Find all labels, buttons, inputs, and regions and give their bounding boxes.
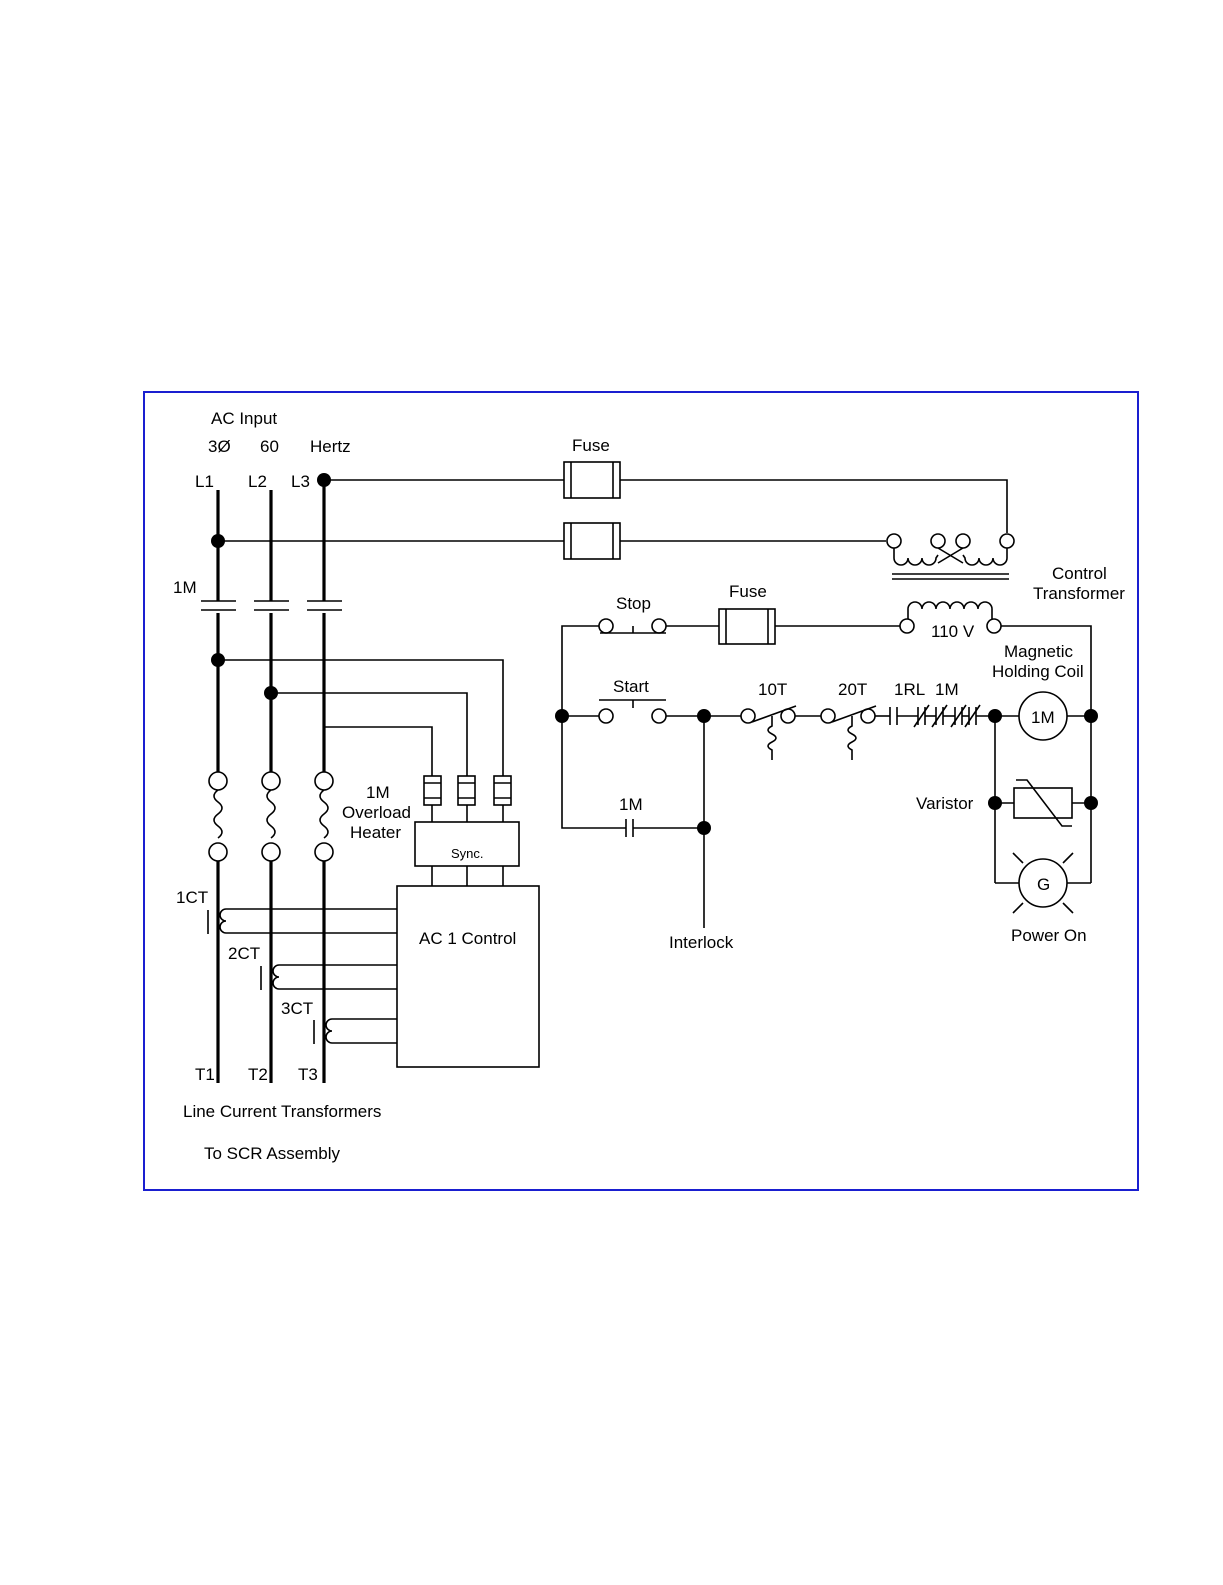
label-sync: Sync. (451, 846, 484, 861)
control-transformer (887, 534, 1014, 619)
sync-to-control-wires (432, 866, 503, 886)
label-t1: T1 (195, 1065, 215, 1084)
label-power-on: Power On (1011, 926, 1087, 945)
sync-fuses (424, 776, 511, 822)
label-holding-coil-1: Magnetic (1004, 642, 1073, 661)
label-stop: Stop (616, 594, 651, 613)
label-interlock: Interlock (669, 933, 734, 952)
label-to-scr: To SCR Assembly (204, 1144, 341, 1163)
label-ac-input: AC Input (211, 409, 277, 428)
label-start: Start (613, 677, 649, 696)
label-1m-contact: 1M (935, 680, 959, 699)
label-holding-coil-2: Holding Coil (992, 662, 1084, 681)
label-t2: T2 (248, 1065, 268, 1084)
label-line-ct: Line Current Transformers (183, 1102, 381, 1121)
ct2-symbol (261, 965, 397, 990)
label-seal-1m: 1M (619, 795, 643, 814)
label-main-contact-1m: 1M (173, 578, 197, 597)
ac-control-box (397, 886, 539, 1067)
label-control-transformer-2: Transformer (1033, 584, 1125, 603)
label-volts: 110 V (931, 622, 975, 641)
label-overload-1: 1M (366, 783, 390, 802)
label-ct3: 3CT (281, 999, 313, 1018)
main-contacts-1m (201, 601, 342, 610)
label-l2: L2 (248, 472, 267, 491)
label-ct2: 2CT (228, 944, 260, 963)
label-control-transformer-1: Control (1052, 564, 1107, 583)
label-freq: 60 (260, 437, 279, 456)
ct1-symbol (208, 909, 397, 934)
label-hertz: Hertz (310, 437, 351, 456)
label-varistor: Varistor (916, 794, 974, 813)
label-10t: 10T (758, 680, 787, 699)
label-l1: L1 (195, 472, 214, 491)
label-20t: 20T (838, 680, 867, 699)
label-phase: 3Ø (208, 437, 231, 456)
label-coil-1m: 1M (1031, 708, 1055, 727)
sync-tap-wires (218, 660, 503, 776)
label-lamp: G (1037, 875, 1050, 894)
label-ac-control: AC 1 Control (419, 929, 516, 948)
label-l3: L3 (291, 472, 310, 491)
label-overload-3: Heater (350, 823, 401, 842)
varistor-branch (988, 716, 1098, 883)
label-fuse-top: Fuse (572, 436, 610, 455)
ct3-symbol (314, 1019, 397, 1044)
fuse-l3 (324, 462, 1007, 533)
label-1rl: 1RL (894, 680, 925, 699)
overload-heater-coils (209, 772, 333, 861)
label-ct1: 1CT (176, 888, 208, 907)
fuse-l1 (218, 523, 886, 559)
seal-in-rung (562, 716, 711, 928)
label-fuse-ctrl: Fuse (729, 582, 767, 601)
control-rung-main (555, 692, 1098, 760)
label-t3: T3 (298, 1065, 318, 1084)
label-overload-2: Overload (342, 803, 411, 822)
